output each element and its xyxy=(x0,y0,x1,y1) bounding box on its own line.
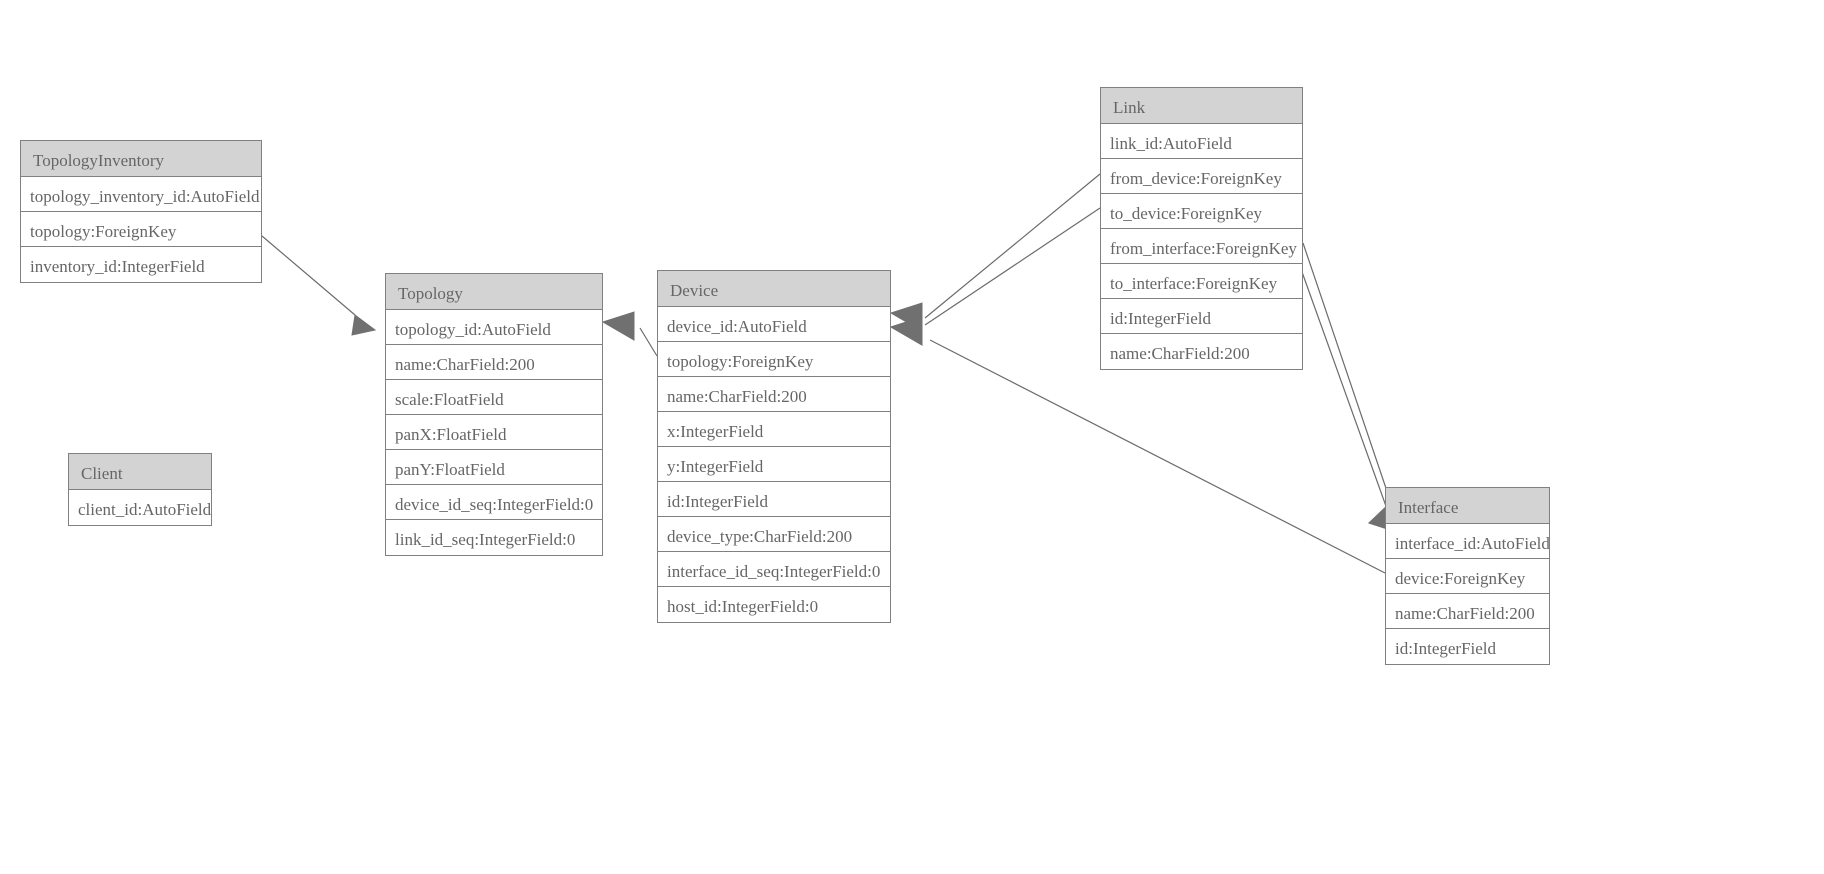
entity-field: name:CharField:200 xyxy=(658,377,890,412)
entity-field: link_id:AutoField xyxy=(1101,124,1302,159)
entity-field: scale:FloatField xyxy=(386,380,602,415)
relationship-link-to-device xyxy=(889,207,1101,346)
relationship-line xyxy=(1302,242,1393,507)
entity-field: interface_id:AutoField xyxy=(1386,524,1549,559)
entity-field: link_id_seq:IntegerField:0 xyxy=(386,520,602,555)
relationship-line xyxy=(1296,257,1388,510)
entity-field: client_id:AutoField xyxy=(69,490,211,525)
entity-field: host_id:IntegerField:0 xyxy=(658,587,890,622)
entity-title-client: Client xyxy=(69,454,211,490)
entity-field: id:IntegerField xyxy=(658,482,890,517)
entity-field: interface_id_seq:IntegerField:0 xyxy=(658,552,890,587)
relationship-arrowhead xyxy=(889,302,923,332)
entity-field: to_interface:ForeignKey xyxy=(1101,264,1302,299)
entity-title-interface: Interface xyxy=(1386,488,1549,524)
entity-field: to_device:ForeignKey xyxy=(1101,194,1302,229)
relationship-arrowhead xyxy=(889,316,923,346)
relationship-arrowhead xyxy=(351,314,377,336)
entity-field: name:CharField:200 xyxy=(386,345,602,380)
relationship-device-to-topology xyxy=(601,311,658,357)
relationship-arrowhead xyxy=(601,311,635,341)
entity-title-link: Link xyxy=(1101,88,1302,124)
entity-field: name:CharField:200 xyxy=(1386,594,1549,629)
entity-field: device:ForeignKey xyxy=(1386,559,1549,594)
entity-field: id:IntegerField xyxy=(1386,629,1549,664)
relationship-line xyxy=(261,235,356,316)
entity-field: id:IntegerField xyxy=(1101,299,1302,334)
entity-field: name:CharField:200 xyxy=(1101,334,1302,369)
entity-field: topology:ForeignKey xyxy=(658,342,890,377)
entity-field: from_device:ForeignKey xyxy=(1101,159,1302,194)
entity-title-topology: Topology xyxy=(386,274,602,310)
relationship-line xyxy=(929,339,1386,574)
entity-title-device: Device xyxy=(658,271,890,307)
entity-field: device_type:CharField:200 xyxy=(658,517,890,552)
relationship-line xyxy=(639,327,658,357)
relationship-arrowhead xyxy=(889,316,923,346)
relationship-line xyxy=(924,207,1101,326)
entity-field: topology:ForeignKey xyxy=(21,212,261,247)
relationship-line xyxy=(924,173,1101,319)
entity-field: panX:FloatField xyxy=(386,415,602,450)
relationship-link-from-device xyxy=(889,173,1101,332)
entity-field: inventory_id:IntegerField xyxy=(21,247,261,282)
entity-field: from_interface:ForeignKey xyxy=(1101,229,1302,264)
entity-field: panY:FloatField xyxy=(386,450,602,485)
relationship-topologyinventory-to-topology xyxy=(261,235,377,336)
entity-field: topology_id:AutoField xyxy=(386,310,602,345)
entity-field: device_id_seq:IntegerField:0 xyxy=(386,485,602,520)
entity-field: topology_inventory_id:AutoField xyxy=(21,177,261,212)
entity-title-topology_inventory: TopologyInventory xyxy=(21,141,261,177)
entity-field: y:IntegerField xyxy=(658,447,890,482)
entity-field: x:IntegerField xyxy=(658,412,890,447)
entity-field: device_id:AutoField xyxy=(658,307,890,342)
